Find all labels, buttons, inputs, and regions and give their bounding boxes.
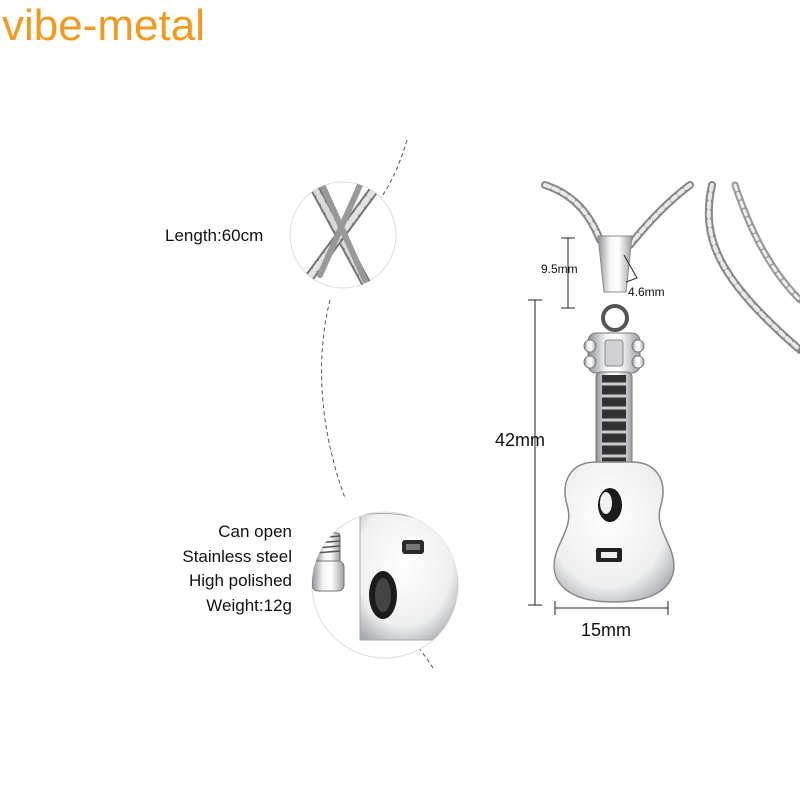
spec-can-open: Can open [218,522,292,541]
guitar-pendant [553,332,675,603]
spec-finish: High polished [188,571,292,590]
chain-length-label: Length:60cm [165,226,264,245]
spec-weight: Weight:12g [206,595,292,615]
bail-height-label: 9.5mm [541,262,578,276]
pendant-height-label: 42mm [495,430,546,450]
spec-list: Can open Stainless steel High polished W… [182,520,292,618]
dimension-lines [528,237,669,615]
pendant-width-label: 15mm [581,620,632,640]
screw-detail-circle [311,511,459,659]
chain-detail-circle [289,181,397,289]
pendant-bail [597,235,633,293]
bail-width-label: 4.6mm [628,285,665,299]
dashed-connector [321,139,434,669]
brand-logo-text: vibe-metal [2,1,205,50]
necklace-chain [541,181,800,354]
spec-material: Stainless steel [182,546,292,566]
jump-ring [601,304,629,332]
